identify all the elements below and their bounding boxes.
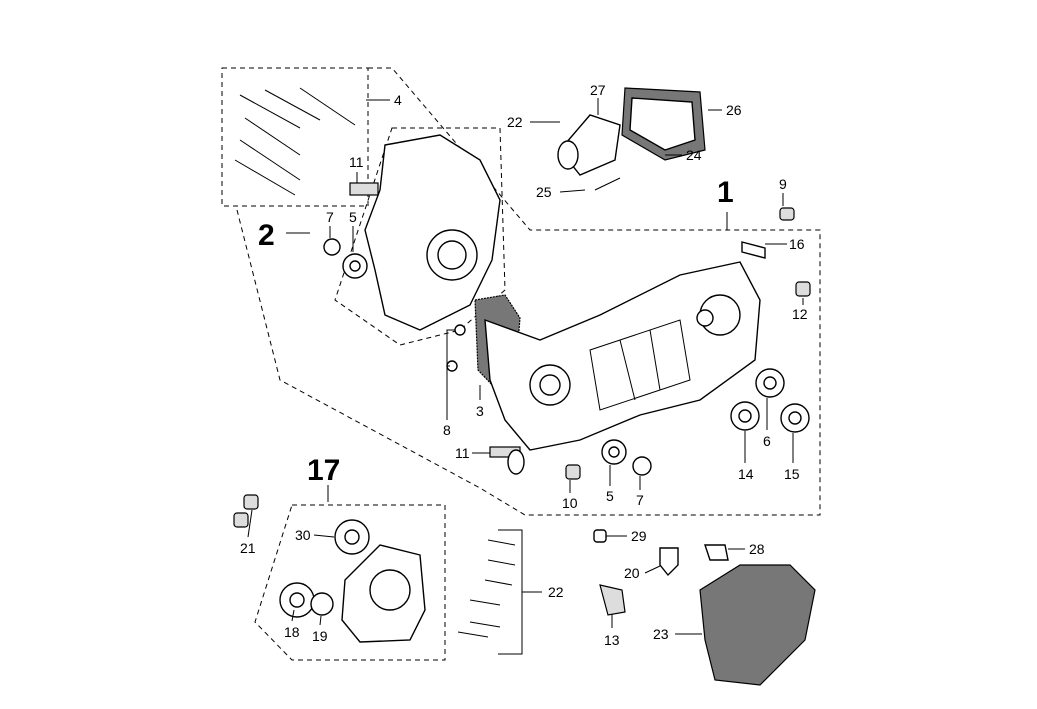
group-label-1: 1	[717, 176, 734, 209]
group-label-2: 2	[258, 219, 275, 252]
lower-parts	[457, 529, 816, 686]
group-outlines	[221, 67, 821, 661]
label-24: 24	[686, 147, 702, 163]
label-18: 18	[284, 624, 300, 640]
label-14: 14	[738, 466, 754, 482]
label-5-bottom: 5	[606, 488, 614, 504]
label-9: 9	[779, 176, 787, 192]
label-12: 12	[792, 306, 808, 322]
label-4: 4	[394, 92, 402, 108]
label-28: 28	[749, 541, 765, 557]
side-cover	[233, 494, 426, 643]
label-16: 16	[789, 236, 805, 252]
label-22-bottom: 22	[548, 584, 564, 600]
label-15: 15	[784, 466, 800, 482]
label-23: 23	[653, 626, 669, 642]
leader-lines	[247, 98, 804, 635]
label-27: 27	[590, 82, 606, 98]
label-10: 10	[562, 495, 578, 511]
label-25: 25	[536, 184, 552, 200]
label-11-top: 11	[349, 154, 364, 170]
labels: 1 2 17 4 22 27 26 24 25 9 16 12 11 7 5 8…	[240, 82, 808, 648]
label-8: 8	[443, 422, 451, 438]
label-22-top: 22	[507, 114, 523, 130]
group-label-17: 17	[307, 454, 340, 487]
bolts-set-illustration	[234, 87, 356, 196]
label-13: 13	[604, 632, 620, 648]
main-crankcase	[446, 207, 811, 480]
label-20: 20	[624, 565, 640, 581]
left-crankcase-half	[323, 134, 501, 331]
label-11-bottom: 11	[455, 445, 470, 461]
label-26: 26	[726, 102, 742, 118]
label-19: 19	[312, 628, 328, 644]
label-29: 29	[631, 528, 647, 544]
label-6: 6	[763, 433, 771, 449]
label-5-top: 5	[349, 209, 357, 225]
label-7-top: 7	[326, 209, 334, 225]
label-3: 3	[476, 403, 484, 419]
label-30: 30	[295, 527, 311, 543]
label-21: 21	[240, 540, 256, 556]
intake-assembly	[545, 87, 706, 191]
label-7-bottom: 7	[636, 492, 644, 508]
